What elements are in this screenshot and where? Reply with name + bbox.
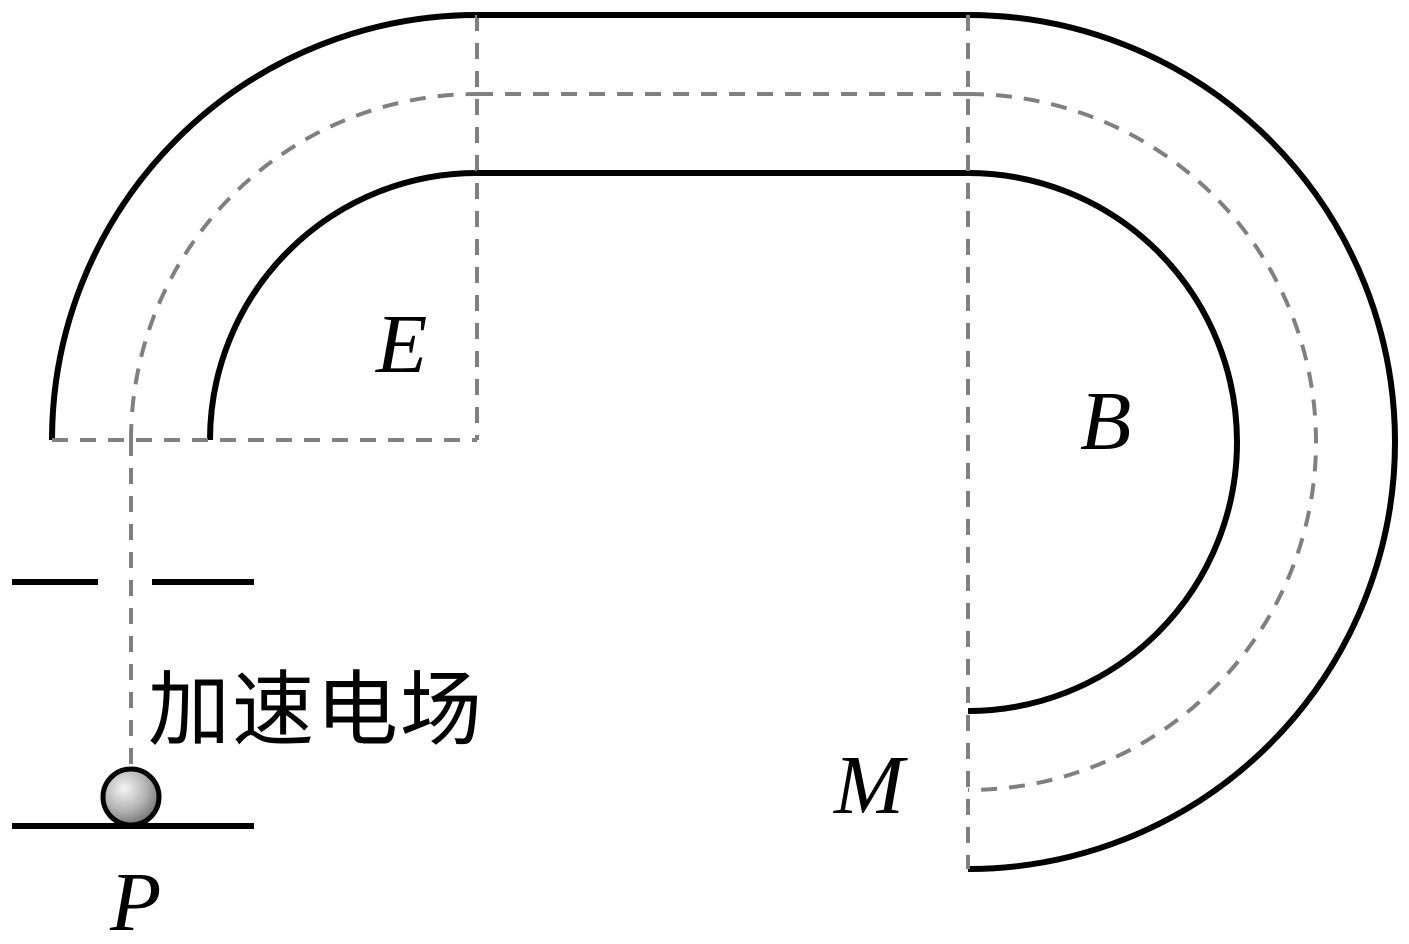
charged-particle — [100, 766, 162, 828]
magnetic-field-outer-arc — [967, 12, 1398, 872]
electric-field-outer-arc — [49, 12, 478, 441]
label-accelerating-field: 加速电场 — [148, 663, 484, 758]
magnetic-field-inner-arc — [967, 170, 1240, 714]
electric-field-inner-arc — [207, 170, 478, 441]
label-m: M — [833, 739, 908, 832]
label-b: B — [1080, 375, 1131, 468]
magnetic-field-center-path — [967, 92, 1318, 792]
magnetic-field-region — [966, 12, 1398, 872]
label-p: P — [109, 856, 161, 944]
electric-field-center-path — [129, 92, 478, 441]
straight-channel — [477, 12, 968, 176]
accelerating-field — [12, 440, 254, 829]
label-e: E — [375, 298, 427, 391]
electric-field-region — [49, 12, 479, 442]
